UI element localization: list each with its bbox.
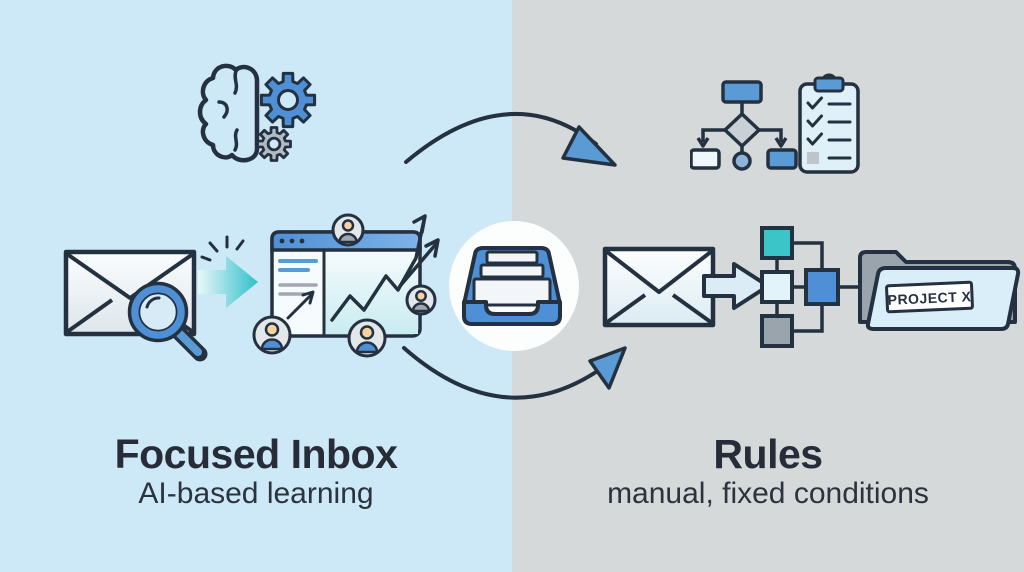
folder-label-text: PROJECT X <box>887 288 972 308</box>
brain-icon <box>197 63 260 163</box>
block-arrow-icon <box>702 262 770 310</box>
brain-gears-icon <box>197 63 317 163</box>
checklist-rows <box>806 96 852 160</box>
left-title: Focused Inbox <box>114 431 398 477</box>
sidebar-text-lines <box>278 259 318 296</box>
condition-teal-block <box>760 226 794 260</box>
analytics-window-icon <box>252 213 440 358</box>
condition-gray-block <box>760 314 794 348</box>
rule-blocks-icon <box>760 226 860 348</box>
sparkle-icon <box>200 235 245 262</box>
folder-label: PROJECT X <box>885 280 974 314</box>
gear-large-icon <box>259 71 317 129</box>
envelope-icon <box>602 246 716 328</box>
curve-arrow-bottom-icon <box>402 346 627 400</box>
unchecked-box <box>807 152 819 164</box>
checklist-clipboard-icon <box>798 73 860 174</box>
glow-arrow-icon <box>198 235 258 308</box>
window-dots-icon <box>279 238 305 244</box>
condition-light-block <box>760 270 794 304</box>
flowchart-icon <box>690 80 798 171</box>
envelope-magnifier-icon <box>63 249 208 362</box>
user-avatar-icon <box>347 318 387 358</box>
inbox-tray-icon <box>462 246 562 326</box>
user-avatar-icon <box>405 284 437 316</box>
curve-arrow-top-icon <box>404 111 617 167</box>
growth-chart-icon <box>286 214 440 322</box>
action-blue-block <box>804 268 840 306</box>
magnifier-icon <box>127 281 208 362</box>
user-avatar-icon <box>252 315 292 355</box>
right-title: Rules <box>713 431 823 477</box>
right-subtitle: manual, fixed conditions <box>607 477 929 510</box>
project-folder-icon: PROJECT X <box>858 250 1021 331</box>
user-avatar-icon <box>331 213 365 247</box>
left-subtitle: AI-based learning <box>138 477 374 510</box>
gear-small-icon <box>256 126 292 162</box>
